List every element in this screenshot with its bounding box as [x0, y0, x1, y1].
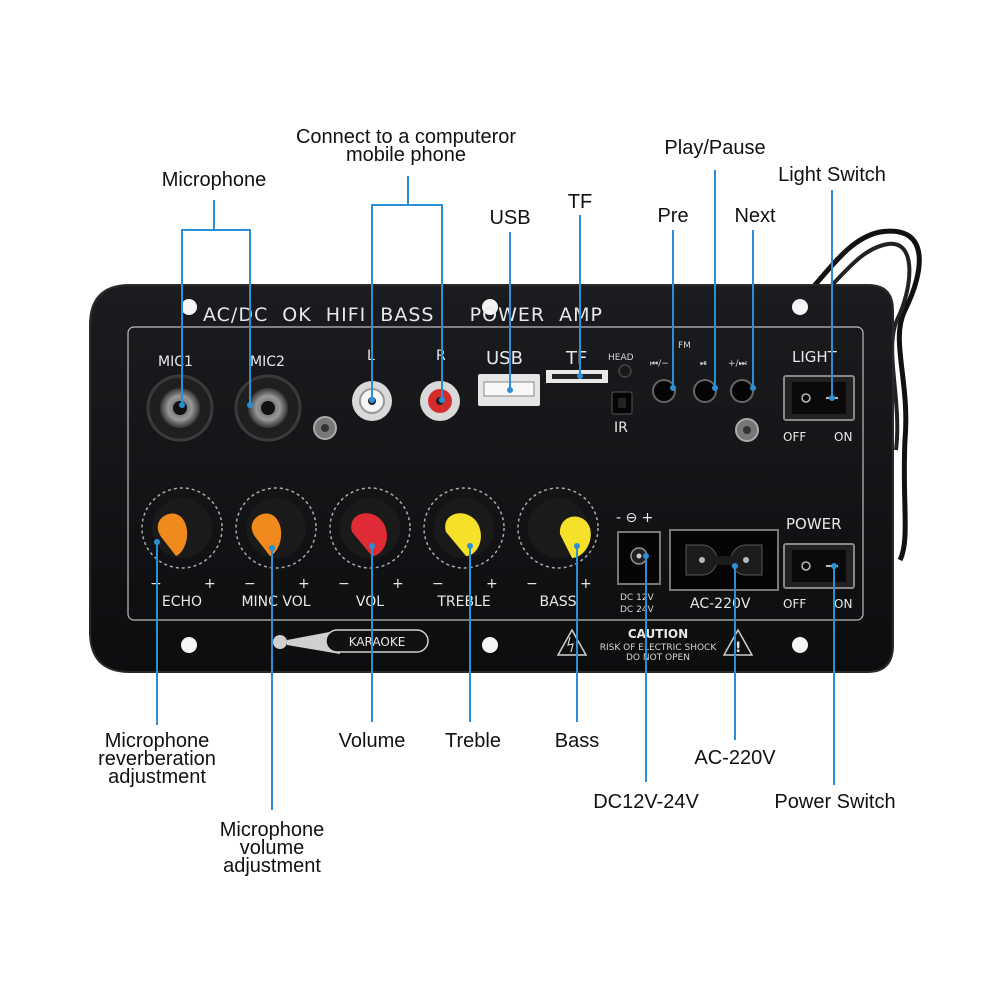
dc-rating-2: DC 24V — [620, 605, 655, 615]
karaoke-text: KARAOKE — [349, 635, 406, 649]
callout-labels: Connect to a computeror mobile phone Mic… — [98, 126, 896, 877]
karaoke-logo: KARAOKE — [273, 629, 429, 654]
ir-sensor — [611, 391, 633, 415]
power-off-label: OFF — [783, 597, 806, 611]
tf-card-slot[interactable] — [546, 370, 608, 383]
callout-light-switch: Light Switch — [778, 164, 886, 186]
bass-knob[interactable] — [517, 487, 599, 569]
callout-reverb-line1: Microphone — [105, 730, 210, 752]
panel-board — [89, 284, 894, 673]
power-on-label: ON — [834, 597, 852, 611]
knob-label-bass: BASS — [540, 594, 577, 610]
warning-icon — [722, 628, 754, 656]
prev-button[interactable] — [652, 379, 676, 403]
mic-vol-minus: − — [244, 576, 256, 592]
mic1-label: MIC1 — [158, 354, 193, 370]
power-switch[interactable] — [783, 543, 855, 589]
light-on-label: ON — [834, 430, 852, 444]
caution-title: CAUTION — [628, 627, 688, 641]
mic2-label: MIC2 — [250, 354, 285, 370]
light-label: LIGHT — [792, 348, 838, 366]
mount-hole — [792, 637, 808, 653]
mic2-jack[interactable] — [234, 374, 302, 442]
caution-line2: DO NOT OPEN — [626, 653, 690, 663]
knob-label-mic-vol: MINC VOL — [241, 594, 310, 610]
callout-treble: Treble — [445, 730, 501, 752]
callout-power-switch: Power Switch — [774, 791, 895, 813]
volume-knob[interactable] — [329, 487, 411, 569]
dc-rating-1: DC 12V — [620, 593, 655, 603]
panel-header: AC/DC OK HIFI BASS POWER AMP — [203, 304, 603, 326]
light-switch[interactable] — [783, 375, 855, 421]
head-led — [618, 364, 632, 378]
bass-plus: + — [580, 576, 592, 592]
mount-hole — [181, 637, 197, 653]
callout-microphone: Microphone — [162, 169, 267, 191]
callout-usb: USB — [489, 207, 530, 229]
mic1-jack[interactable] — [146, 374, 214, 442]
knob-range-marks: − + − + − + − + − + — [150, 576, 592, 592]
mount-hole — [482, 299, 498, 315]
callout-reverb-line2: reverberation — [98, 748, 216, 770]
callout-play-pause: Play/Pause — [664, 137, 765, 159]
mic-vol-plus: + — [298, 576, 310, 592]
callout-tf: TF — [568, 191, 592, 213]
amplifier-panel: AC/DC OK HIFI BASS POWER AMP MIC1 MIC2 L… — [89, 284, 894, 673]
dc-polarity-symbol: - ⊖ + — [616, 510, 653, 526]
head-label: HEAD — [608, 353, 634, 363]
callout-micvol-line2: volume — [240, 837, 304, 859]
knob-label-vol: VOL — [356, 594, 384, 610]
vol-minus: − — [338, 576, 350, 592]
light-off-label: OFF — [783, 430, 806, 444]
callout-connect-line2: mobile phone — [346, 144, 466, 166]
fm-label: FM — [678, 341, 691, 351]
callout-lines — [154, 170, 837, 810]
play-pause-button[interactable] — [693, 379, 717, 403]
callout-connect-line1: Connect to a computeror — [296, 126, 516, 148]
next-button-label: +/⏭ — [728, 359, 747, 369]
fm-antenna-screw — [735, 418, 759, 442]
mount-hole — [792, 299, 808, 315]
prev-button-label: ⏮/− — [650, 359, 669, 369]
vol-plus: + — [392, 576, 404, 592]
callout-ac: AC-220V — [694, 747, 776, 769]
callout-dc: DC12V-24V — [593, 791, 699, 813]
ac-power-socket[interactable] — [669, 529, 779, 591]
mount-hole — [181, 299, 197, 315]
exclamation-icon: ! — [735, 640, 741, 656]
treble-minus: − — [432, 576, 444, 592]
mount-hole — [482, 637, 498, 653]
callout-micvol-line3: adjustment — [223, 855, 321, 877]
caution-line1: RISK OF ELECTRIC SHOCK — [600, 643, 718, 653]
echo-knob[interactable] — [141, 487, 223, 569]
knob-label-treble: TREBLE — [436, 594, 490, 610]
mic-vol-knob[interactable] — [235, 487, 317, 569]
echo-minus: − — [150, 576, 162, 592]
caution-block: ! CAUTION RISK OF ELECTRIC SHOCK DO NOT … — [556, 627, 754, 663]
callout-bass: Bass — [555, 730, 599, 752]
ir-label: IR — [614, 420, 628, 436]
next-button[interactable] — [730, 379, 754, 403]
callout-pre: Pre — [657, 205, 688, 227]
knob-label-echo: ECHO — [162, 594, 202, 610]
callout-volume: Volume — [339, 730, 406, 752]
callout-micvol-line1: Microphone — [220, 819, 325, 841]
bass-minus: − — [526, 576, 538, 592]
dc-power-jack[interactable] — [617, 531, 661, 585]
power-label: POWER — [786, 515, 842, 533]
callout-reverb-line3: adjustment — [108, 766, 206, 788]
play-button-label: ⏯ — [700, 359, 707, 369]
panel-inner-border — [127, 326, 864, 621]
treble-plus: + — [486, 576, 498, 592]
tf-label: TF — [565, 348, 587, 369]
usb-label: USB — [486, 348, 523, 369]
ac-socket-label: AC-220V — [690, 596, 751, 612]
screw-icon — [313, 416, 337, 440]
echo-plus: + — [204, 576, 216, 592]
callout-next: Next — [734, 205, 776, 227]
warning-icon — [556, 628, 588, 656]
treble-knob[interactable] — [423, 487, 505, 569]
